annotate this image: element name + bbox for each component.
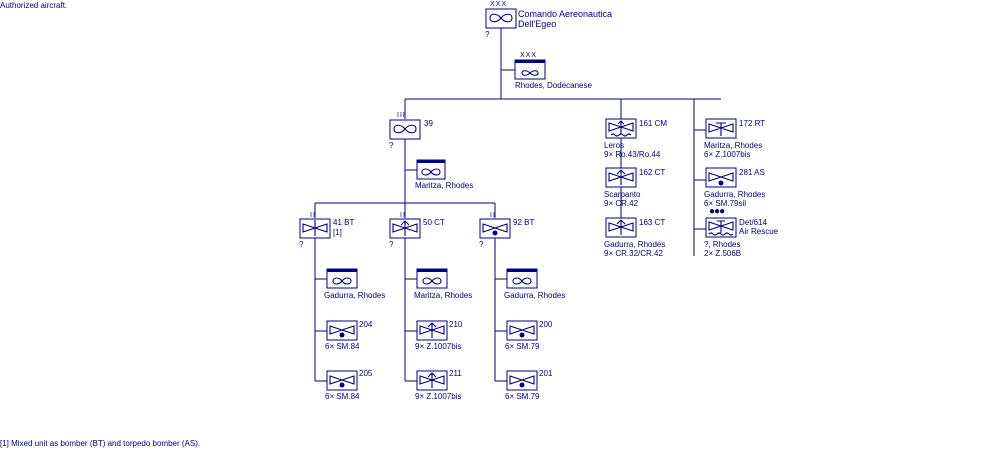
group-41bt-symbol[interactable] [299, 218, 331, 239]
det614-base: ?, Rhodes [704, 240, 741, 249]
hq-base-location: Rhodes, Dodecanese [515, 81, 592, 90]
group-50ct-symbol[interactable] [389, 218, 421, 239]
stormo-39-echelon-marker: III [397, 112, 406, 119]
group-50ct-base-symbol[interactable] [416, 268, 448, 289]
squadron-211-symbol[interactable] [416, 370, 448, 391]
group-41bt-designation: 41 BT [333, 218, 355, 227]
hq-base-symbol[interactable] [514, 59, 546, 80]
squadron-163ct-symbol[interactable] [605, 217, 637, 238]
squadron-281as-base: Gadurra, Rhodes [704, 190, 766, 199]
hq-unit-symbol[interactable] [485, 8, 517, 29]
squadron-162ct-base: Scarpanto [604, 190, 641, 199]
squadron-204-aircraft: 6× SM.84 [325, 342, 360, 351]
header-note: Authorized aircraft. [0, 1, 68, 10]
squadron-172rt-designation: 172 RT [739, 119, 766, 128]
det614-echelon-marker: ●●● [709, 206, 725, 217]
group-41bt-echelon-marker: II [310, 212, 316, 219]
squadron-281as-aircraft: 6× SM.79sil [704, 199, 747, 208]
group-92bt-echelon-marker: II [490, 212, 496, 219]
group-50ct-echelon-marker: II [400, 212, 406, 219]
squadron-161cm-designation: 161 CM [639, 119, 668, 128]
det614-aircraft: 2× Z.506B [704, 249, 742, 258]
group-50ct-strength: ? [389, 240, 394, 249]
squadron-205-aircraft: 6× SM.84 [325, 392, 360, 401]
squadron-210-aircraft: 9× Z.1007bis [415, 342, 462, 351]
squadron-162ct-designation: 162 CT [639, 168, 666, 177]
squadron-211-designation: 211 [449, 369, 462, 378]
squadron-210-symbol[interactable] [416, 320, 448, 341]
hq-echelon-marker: XXX [490, 1, 508, 8]
squadron-161cm-aircraft: 9× Ro.43/Ro.44 [604, 150, 661, 159]
squadron-162ct-aircraft: 9× CR.42 [604, 199, 639, 208]
group-92bt-symbol[interactable] [479, 218, 511, 239]
squadron-204-designation: 204 [359, 320, 373, 329]
connector-lines [314, 28, 721, 382]
squadron-162ct-symbol[interactable] [605, 167, 637, 188]
squadron-163ct-designation: 163 CT [639, 218, 666, 227]
squadron-204-symbol[interactable] [326, 320, 358, 341]
det614-designation-line2: Air Rescue [739, 227, 779, 236]
group-41bt-base-symbol[interactable] [326, 268, 358, 289]
hq-name-line1: Comando Aereonautica [518, 9, 613, 19]
squadron-172rt-base: Maritza, Rhodes [704, 141, 763, 150]
det614-designation-line1: Det/614 [739, 218, 768, 227]
stormo-39-symbol[interactable] [389, 119, 421, 140]
squadron-201-aircraft: 6× SM.79 [505, 392, 540, 401]
group-41bt-base: Gadurra, Rhodes [324, 291, 386, 300]
group-92bt-base: Gadurra, Rhodes [504, 291, 566, 300]
squadron-200-designation: 200 [539, 320, 553, 329]
group-41bt-strength: ? [299, 240, 304, 249]
squadron-201-symbol[interactable] [506, 370, 538, 391]
squadron-161cm-symbol[interactable] [605, 118, 637, 139]
group-92bt-designation: 92 BT [513, 218, 535, 227]
stormo-39-designation: 39 [424, 119, 433, 128]
squadron-163ct-base: Gadurra, Rhodes [604, 240, 666, 249]
stormo-39-base: Maritza, Rhodes [415, 181, 474, 190]
group-50ct-designation: 50 CT [423, 218, 445, 227]
squadron-210-designation: 210 [449, 320, 463, 329]
squadron-211-aircraft: 9× Z.1007bis [415, 392, 462, 401]
footnote: [1] Mixed unit as bomber (BT) and torped… [0, 439, 201, 448]
squadron-172rt-aircraft: 6× Z.1007bis [704, 150, 751, 159]
group-92bt-base-symbol[interactable] [506, 268, 538, 289]
hq-strength: ? [485, 30, 490, 39]
squadron-161cm-base: Leros [604, 141, 625, 150]
squadron-172rt-symbol[interactable] [705, 118, 737, 139]
group-50ct-base: Maritza, Rhodes [414, 291, 473, 300]
squadron-281as-designation: 281 AS [739, 168, 765, 177]
hq-name-line2: Dell'Egeo [518, 19, 557, 29]
squadron-200-aircraft: 6× SM.79 [505, 342, 540, 351]
squadron-205-designation: 205 [359, 369, 373, 378]
squadron-163ct-aircraft: 9× CR.32/CR.42 [604, 249, 663, 258]
det614-symbol[interactable] [705, 217, 737, 238]
stormo-39-strength: ? [389, 141, 394, 150]
group-41bt-note: [1] [333, 228, 342, 237]
squadron-205-symbol[interactable] [326, 370, 358, 391]
squadron-200-symbol[interactable] [506, 320, 538, 341]
squadron-201-designation: 201 [539, 369, 553, 378]
group-92bt-strength: ? [479, 240, 484, 249]
hq-base-echelon-marker: XXX [520, 52, 538, 59]
stormo-39-base-symbol[interactable] [416, 159, 446, 180]
squadron-281as-symbol[interactable] [705, 167, 737, 188]
